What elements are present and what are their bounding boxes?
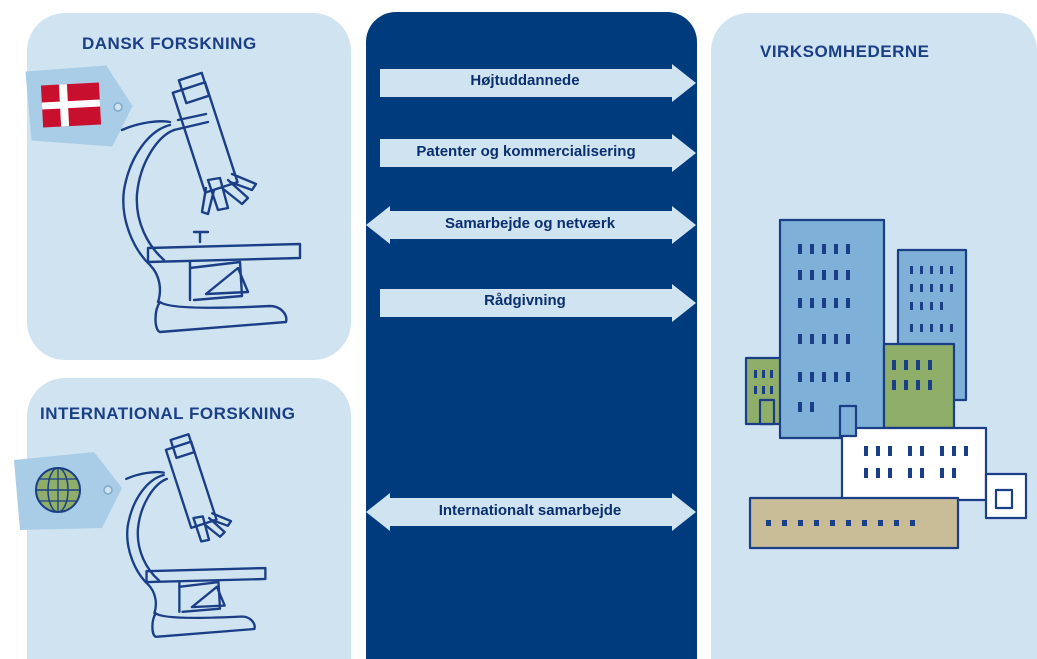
flow-arrow-hojtuddannede — [380, 64, 696, 102]
flow-arrow-patenter — [380, 134, 696, 172]
flow-label-hojtuddannede: Højtuddannede — [470, 72, 580, 89]
danish-flag-tag-icon — [25, 65, 133, 147]
flow-label-patenter: Patenter og kommercialisering — [416, 143, 636, 160]
flow-arrow-internationalt — [366, 493, 696, 531]
microscope-icon — [125, 433, 267, 639]
panel-knowledge-flows — [366, 12, 697, 659]
flow-arrow-radgivning — [380, 284, 696, 322]
title-companies: VIRKSOMHEDERNE — [760, 42, 930, 61]
flow-label-radgivning: Rådgivning — [484, 292, 566, 309]
flow-label-samarbejde: Samarbejde og netværk — [444, 215, 616, 232]
buildings-icon — [744, 218, 1028, 550]
flow-label-internationalt: Internationalt samarbejde — [438, 502, 622, 519]
microscope-icon — [120, 71, 302, 334]
flow-arrow-samarbejde — [366, 206, 696, 244]
globe-tag-icon — [14, 452, 122, 530]
title-international-research: INTERNATIONAL FORSKNING — [40, 404, 296, 423]
title-danish-research: DANSK FORSKNING — [82, 34, 257, 53]
